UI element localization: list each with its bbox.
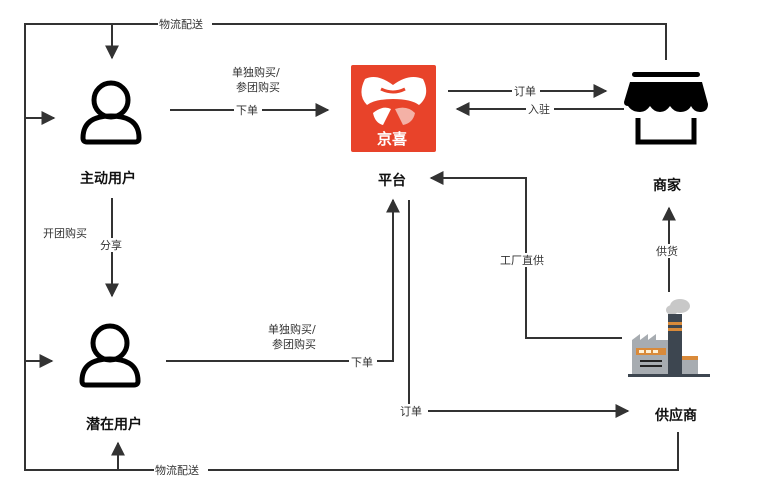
label-top-logistics: 物流配送	[159, 17, 203, 31]
label-merchant-settle: 入驻	[528, 102, 550, 116]
active-user-label: 主动用户	[80, 170, 136, 187]
label-active-order: 下单	[236, 104, 258, 117]
label-potential-order: 下单	[351, 356, 373, 369]
label-factory-direct: 工厂直供	[500, 253, 544, 267]
label-active-buy-1: 单独购买/	[232, 65, 280, 79]
storefront-icon[interactable]	[624, 72, 708, 145]
user-icon[interactable]	[80, 80, 142, 145]
user-icon[interactable]	[79, 323, 141, 388]
edge-potential-user-to-platform	[166, 198, 400, 362]
label-potential-buy-1: 单独购买/	[268, 322, 316, 336]
label-active-buy-2: 参团购买	[236, 80, 280, 94]
label-bottom-logistics: 物流配送	[155, 463, 199, 477]
merchant-label: 商家	[653, 177, 682, 194]
jingxi-logo[interactable]: 京喜	[351, 65, 436, 152]
edge-top-logistics	[24, 23, 679, 471]
label-open-group: 开团购买	[43, 226, 87, 240]
potential-user-label: 潜在用户	[86, 416, 142, 433]
label-platform-order: 订单	[514, 85, 536, 98]
supplier-label: 供应商	[654, 407, 697, 424]
label-share: 分享	[100, 238, 122, 252]
factory-icon[interactable]	[628, 299, 710, 377]
label-supplier-order: 订单	[400, 405, 422, 418]
label-supply: 供货	[656, 244, 678, 258]
logo-text: 京喜	[377, 130, 407, 148]
edge-platform-to-supplier	[408, 200, 630, 418]
platform-label: 平台	[378, 172, 406, 189]
label-potential-buy-2: 参团购买	[272, 337, 316, 351]
